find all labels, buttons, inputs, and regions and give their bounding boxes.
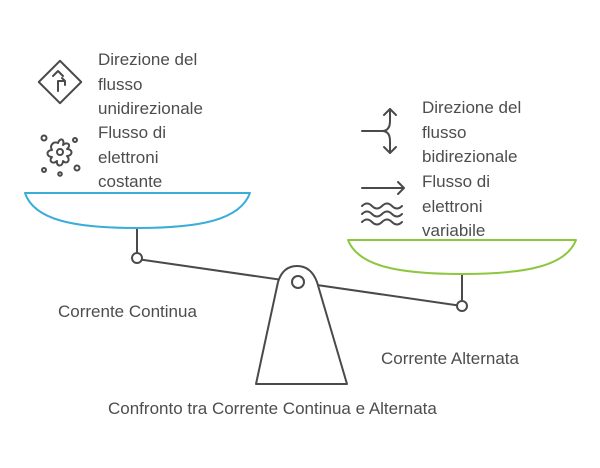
right-feature-direction: Direzione del flusso bidirezionale (422, 96, 521, 170)
text-line: Flusso di (422, 172, 491, 191)
text-line: costante (98, 172, 163, 191)
splash-icon (40, 134, 81, 177)
text-line: Flusso di (98, 123, 167, 142)
left-pan (24, 192, 251, 229)
text-line: flusso (98, 74, 143, 94)
left-pivot (131, 252, 143, 264)
text-line: variabile (422, 221, 486, 240)
diagram-caption: Confronto tra Corrente Continua e Altern… (108, 399, 437, 418)
text-line: Direzione del (422, 98, 522, 117)
right-pivot (456, 300, 468, 312)
waves-arrow-icon (361, 181, 405, 226)
text-line: elettroni (422, 196, 483, 216)
text-line: Direzione del (98, 50, 198, 69)
right-pan (347, 239, 577, 275)
text-line: bidirezionale (422, 147, 518, 166)
left-feature-direction: Direzione del flusso unidirezionale (98, 48, 203, 122)
right-pan-label: Corrente Alternata (381, 349, 519, 368)
fulcrum-pivot (291, 275, 305, 289)
split-arrows-icon (361, 108, 397, 154)
text-line: elettroni (98, 147, 159, 167)
left-feature-flow: Flusso di elettroni costante (98, 121, 166, 195)
right-feature-flow: Flusso di elettroni variabile (422, 170, 490, 244)
fulcrum (255, 265, 348, 385)
turn-arrow-sign-icon (37, 59, 83, 105)
text-line: flusso (422, 122, 467, 142)
text-line: unidirezionale (98, 99, 203, 118)
left-pan-label: Corrente Continua (58, 302, 197, 321)
